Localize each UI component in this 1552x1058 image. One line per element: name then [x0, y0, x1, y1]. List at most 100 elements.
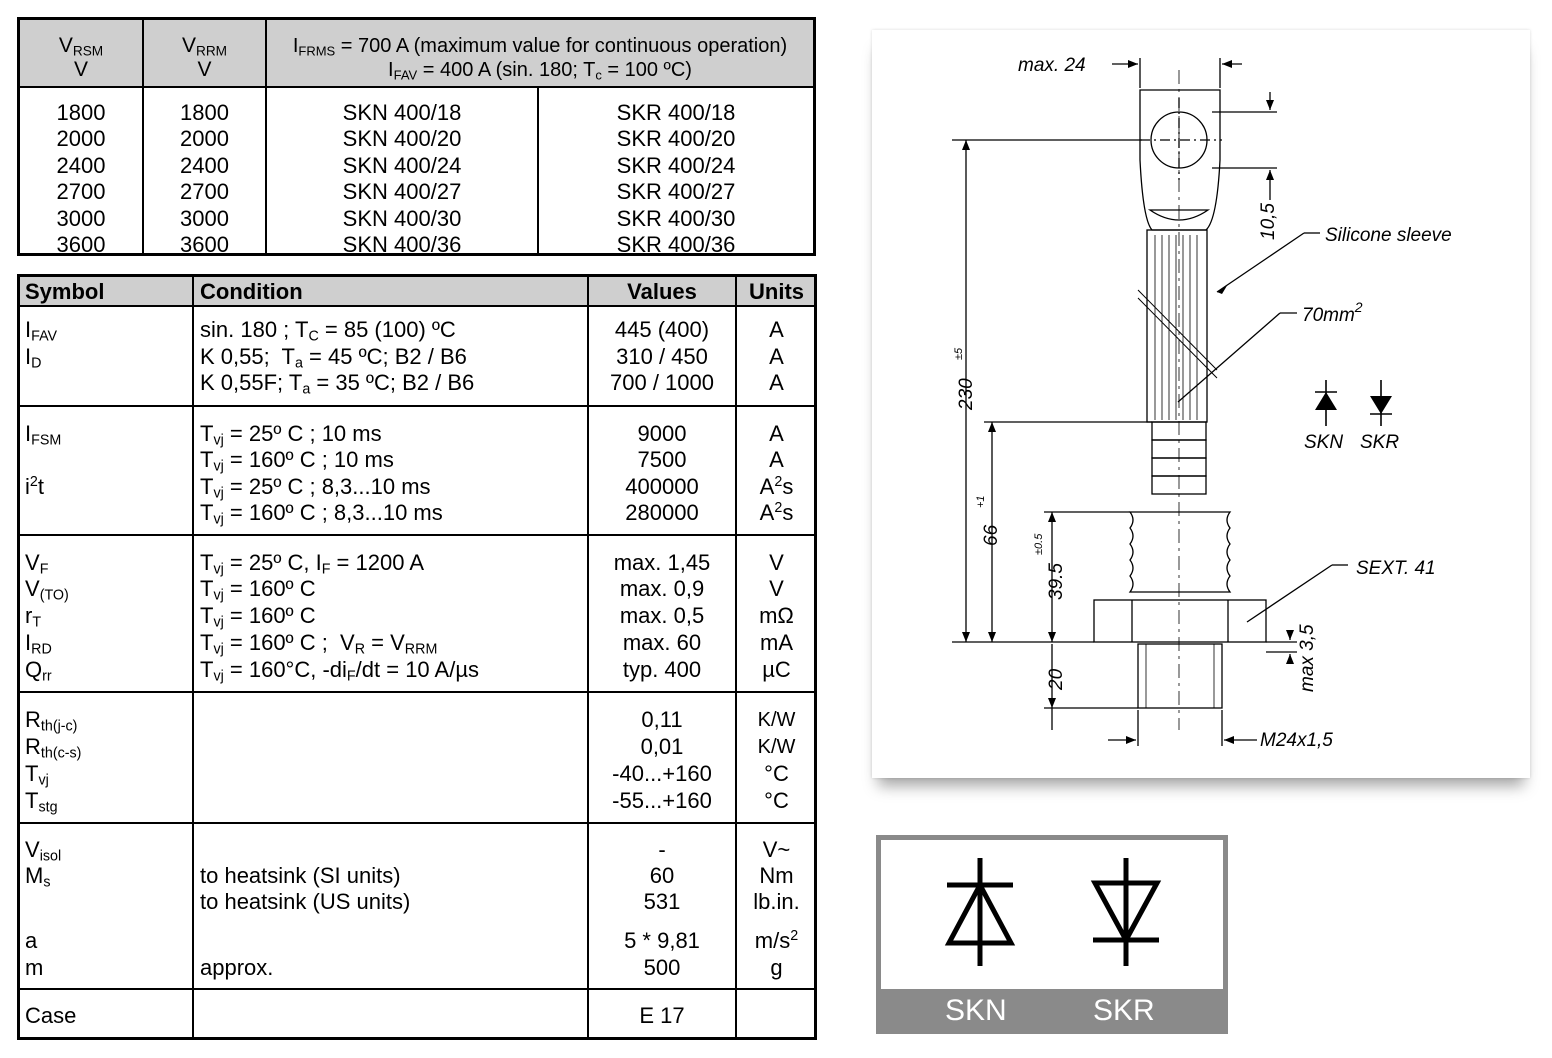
dim-10-5: 10,5 — [1258, 203, 1279, 240]
condition-qrr: Tvj = 160°C, -diF/dt = 10 A/µs — [200, 657, 480, 685]
unit-ird: mA — [760, 630, 793, 655]
symbol-qrr: Qrr — [25, 657, 52, 685]
symbol-ird: IRD — [25, 630, 52, 658]
characteristics-table: Symbol Condition Values Units IFAV ID si… — [17, 274, 817, 1040]
unit-tstg: °C — [764, 788, 789, 813]
silicone-sleeve — [1146, 229, 1208, 423]
value-tvj: -40...+160 — [612, 761, 712, 786]
unit-qrr: µC — [762, 657, 791, 682]
value-visol: - — [658, 837, 666, 862]
value-qrr: typ. 400 — [622, 657, 702, 682]
symbol-i2t: i2t — [25, 474, 44, 499]
skr-symbol-label: SKR — [1093, 994, 1155, 1027]
value-a: 5 * 9,81 — [624, 928, 700, 953]
symbol-tvj: Tvj — [25, 761, 49, 789]
value-ms-us: 531 — [643, 889, 681, 914]
unit-i2t-25: A2s — [759, 474, 794, 499]
dim-max-3-5: max 3,5 — [1297, 624, 1318, 692]
label-thread: M24x1,5 — [1260, 730, 1333, 751]
skn-symbol-label: SKN — [945, 994, 1007, 1027]
unit-rthcs: K/W — [757, 736, 796, 758]
dimension-drawing-svg: max. 24 10,5 Silicone sleeve 70mm2 230 ±… — [952, 55, 1452, 751]
condition-ifsm-25: Tvj = 25º C ; 10 ms — [200, 421, 382, 449]
current-rating-header: IFRMS = 700 A (maximum value for continu… — [292, 35, 788, 83]
vrrm-header: VRRM V — [181, 34, 228, 81]
symbol-rthjc: Rth(j-c) — [25, 707, 78, 735]
label-skn-small: SKN — [1304, 432, 1343, 453]
dim-230-tol: ±5 — [953, 347, 965, 360]
units-header: Units — [749, 279, 804, 304]
unit-ms-si: Nm — [759, 863, 794, 888]
unit-id-f: A — [769, 370, 784, 395]
symbol-ifsm: IFSM — [25, 421, 62, 449]
dim-39-5-tol: ±0.5 — [1033, 533, 1045, 555]
unit-ifsm-160: A — [769, 447, 784, 472]
dim-max24: max. 24 — [1018, 55, 1086, 76]
unit-i2t-160: A2s — [759, 500, 794, 525]
type-table-header — [20, 20, 813, 88]
condition-m: approx. — [200, 955, 274, 980]
value-rthjc: 0,11 — [641, 707, 683, 732]
value-ms-si: 60 — [649, 863, 675, 888]
unit-a: m/s2 — [754, 928, 799, 953]
hex-base — [1093, 599, 1267, 643]
value-rthcs: 0,01 — [640, 734, 684, 759]
unit-visol: V~ — [762, 837, 791, 862]
symbol-case: Case — [25, 1003, 77, 1028]
label-70mm2: 70mm2 — [1302, 299, 1363, 326]
condition-header: Condition — [200, 279, 303, 304]
value-i2t-25: 400000 — [625, 474, 699, 499]
unit-ifav: A — [769, 317, 784, 342]
unit-tvj: °C — [764, 761, 789, 786]
value-m: 500 — [643, 955, 681, 980]
condition-ifsm-160: Tvj = 160º C ; 10 ms — [200, 447, 394, 475]
value-rt: max. 0,5 — [619, 603, 705, 628]
unit-rthjc: K/W — [757, 709, 796, 731]
skn-diode-icon — [944, 858, 1016, 966]
skr-diode-icon — [1090, 858, 1162, 966]
condition-i2t-25: Tvj = 25º C ; 8,3...10 ms — [200, 474, 431, 502]
thread-stud — [1137, 643, 1223, 709]
symbol-a: a — [25, 928, 38, 953]
condition-id-b: K 0,55; Ta = 45 ºC; B2 / B6 — [200, 344, 467, 372]
symbol-header: Symbol — [25, 279, 105, 304]
vrsm-header: VRSM V — [58, 34, 104, 81]
symbol-tstg: Tstg — [25, 788, 58, 816]
unit-vto: V — [769, 576, 784, 601]
condition-rt: Tvj = 160º C — [200, 603, 316, 631]
unit-m: g — [770, 955, 783, 980]
value-i2t-160: 280000 — [625, 500, 699, 525]
condition-ird: Tvj = 160º C ; VR = VRRM — [200, 630, 438, 658]
symbol-ms: Ms — [25, 863, 51, 891]
condition-ifav: sin. 180 ; TC = 85 (100) ºC — [200, 317, 456, 345]
value-ifsm-160: 7500 — [637, 447, 687, 472]
dim-20: 20 — [1046, 668, 1067, 691]
symbol-visol: Visol — [25, 837, 62, 865]
symbol-m: m — [25, 955, 44, 980]
value-vf: max. 1,45 — [613, 550, 711, 575]
value-vto: max. 0,9 — [619, 576, 705, 601]
label-skr-small: SKR — [1360, 432, 1399, 453]
dim-66: 66 — [981, 524, 1002, 546]
symbol-rthcs: Rth(c-s) — [25, 734, 82, 762]
ceramic-bellows — [1128, 511, 1232, 593]
condition-vf: Tvj = 25º C, IF = 1200 A — [200, 550, 425, 578]
dim-39-5: 39.5 — [1046, 563, 1067, 600]
diode-symbols-svg — [944, 858, 1162, 966]
unit-ifsm-25: A — [769, 421, 784, 446]
condition-i2t-160: Tvj = 160º C ; 8,3...10 ms — [200, 500, 443, 528]
unit-rt: mΩ — [759, 603, 794, 628]
dim-66-tol: +1 — [975, 495, 987, 508]
type-designation-table: VRSM V VRRM V IFRMS = 700 A (maximum val… — [17, 17, 816, 258]
label-sext41: SEXT. 41 — [1356, 558, 1436, 579]
diode-symbol-box — [876, 835, 1228, 1034]
symbol-id: ID — [25, 344, 42, 372]
value-id-f: 700 / 1000 — [610, 370, 714, 395]
values-header: Values — [627, 279, 697, 304]
condition-id-f: K 0,55F; Ta = 35 ºC; B2 / B6 — [200, 370, 475, 398]
symbol-vf: VF — [25, 550, 49, 578]
